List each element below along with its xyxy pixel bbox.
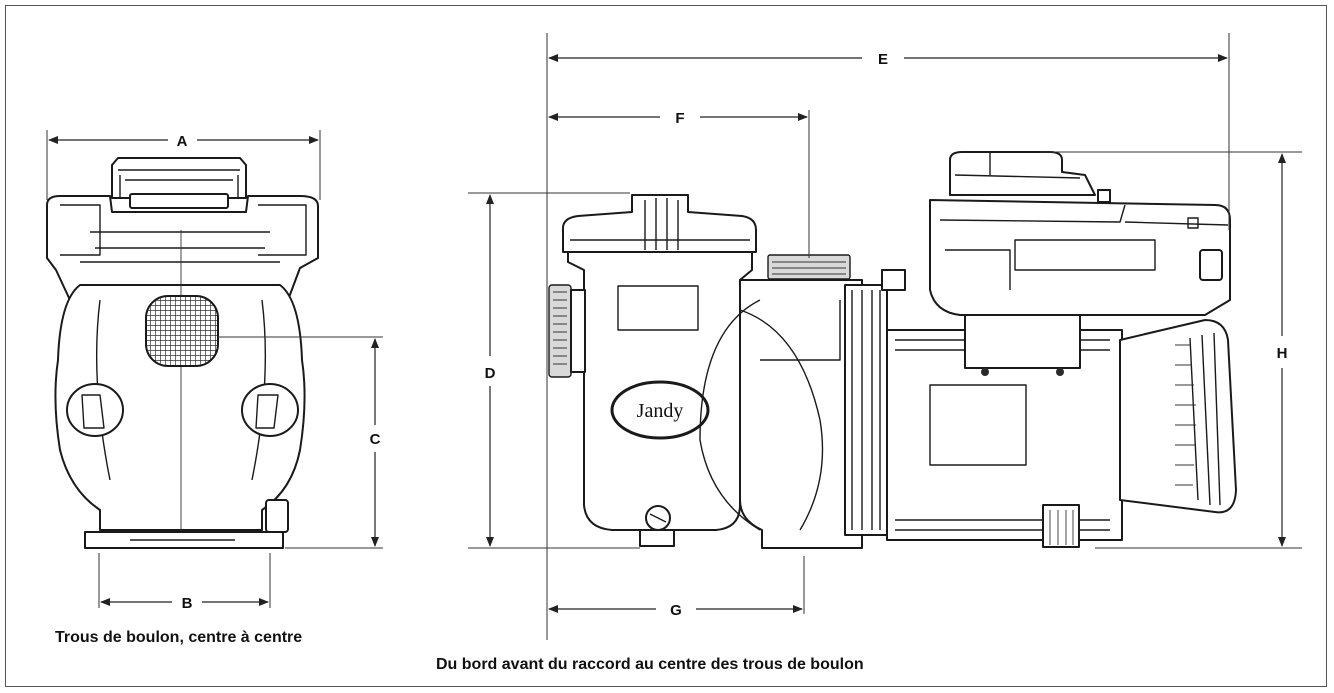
dimension-label-d: D: [485, 365, 496, 382]
dimension-label-g: G: [670, 602, 682, 619]
front-view-pump: [46, 157, 319, 549]
dimension-label-a: A: [177, 133, 188, 150]
side-view-dimensions: [468, 33, 1302, 640]
dimension-label-f: F: [675, 110, 684, 127]
side-view-pump: Jandy: [548, 151, 1237, 549]
dimension-label-c: C: [370, 431, 381, 448]
dimension-label-b: B: [182, 595, 193, 612]
dimension-label-h: H: [1277, 345, 1288, 362]
front-view-dimensions: [46, 130, 383, 608]
side-view-caption: Du bord avant du raccord au centre des t…: [436, 656, 864, 673]
dimension-label-e: E: [878, 51, 888, 68]
front-view-caption: Trous de boulon, centre à centre: [55, 629, 302, 646]
jandy-logo: Jandy: [637, 400, 684, 422]
